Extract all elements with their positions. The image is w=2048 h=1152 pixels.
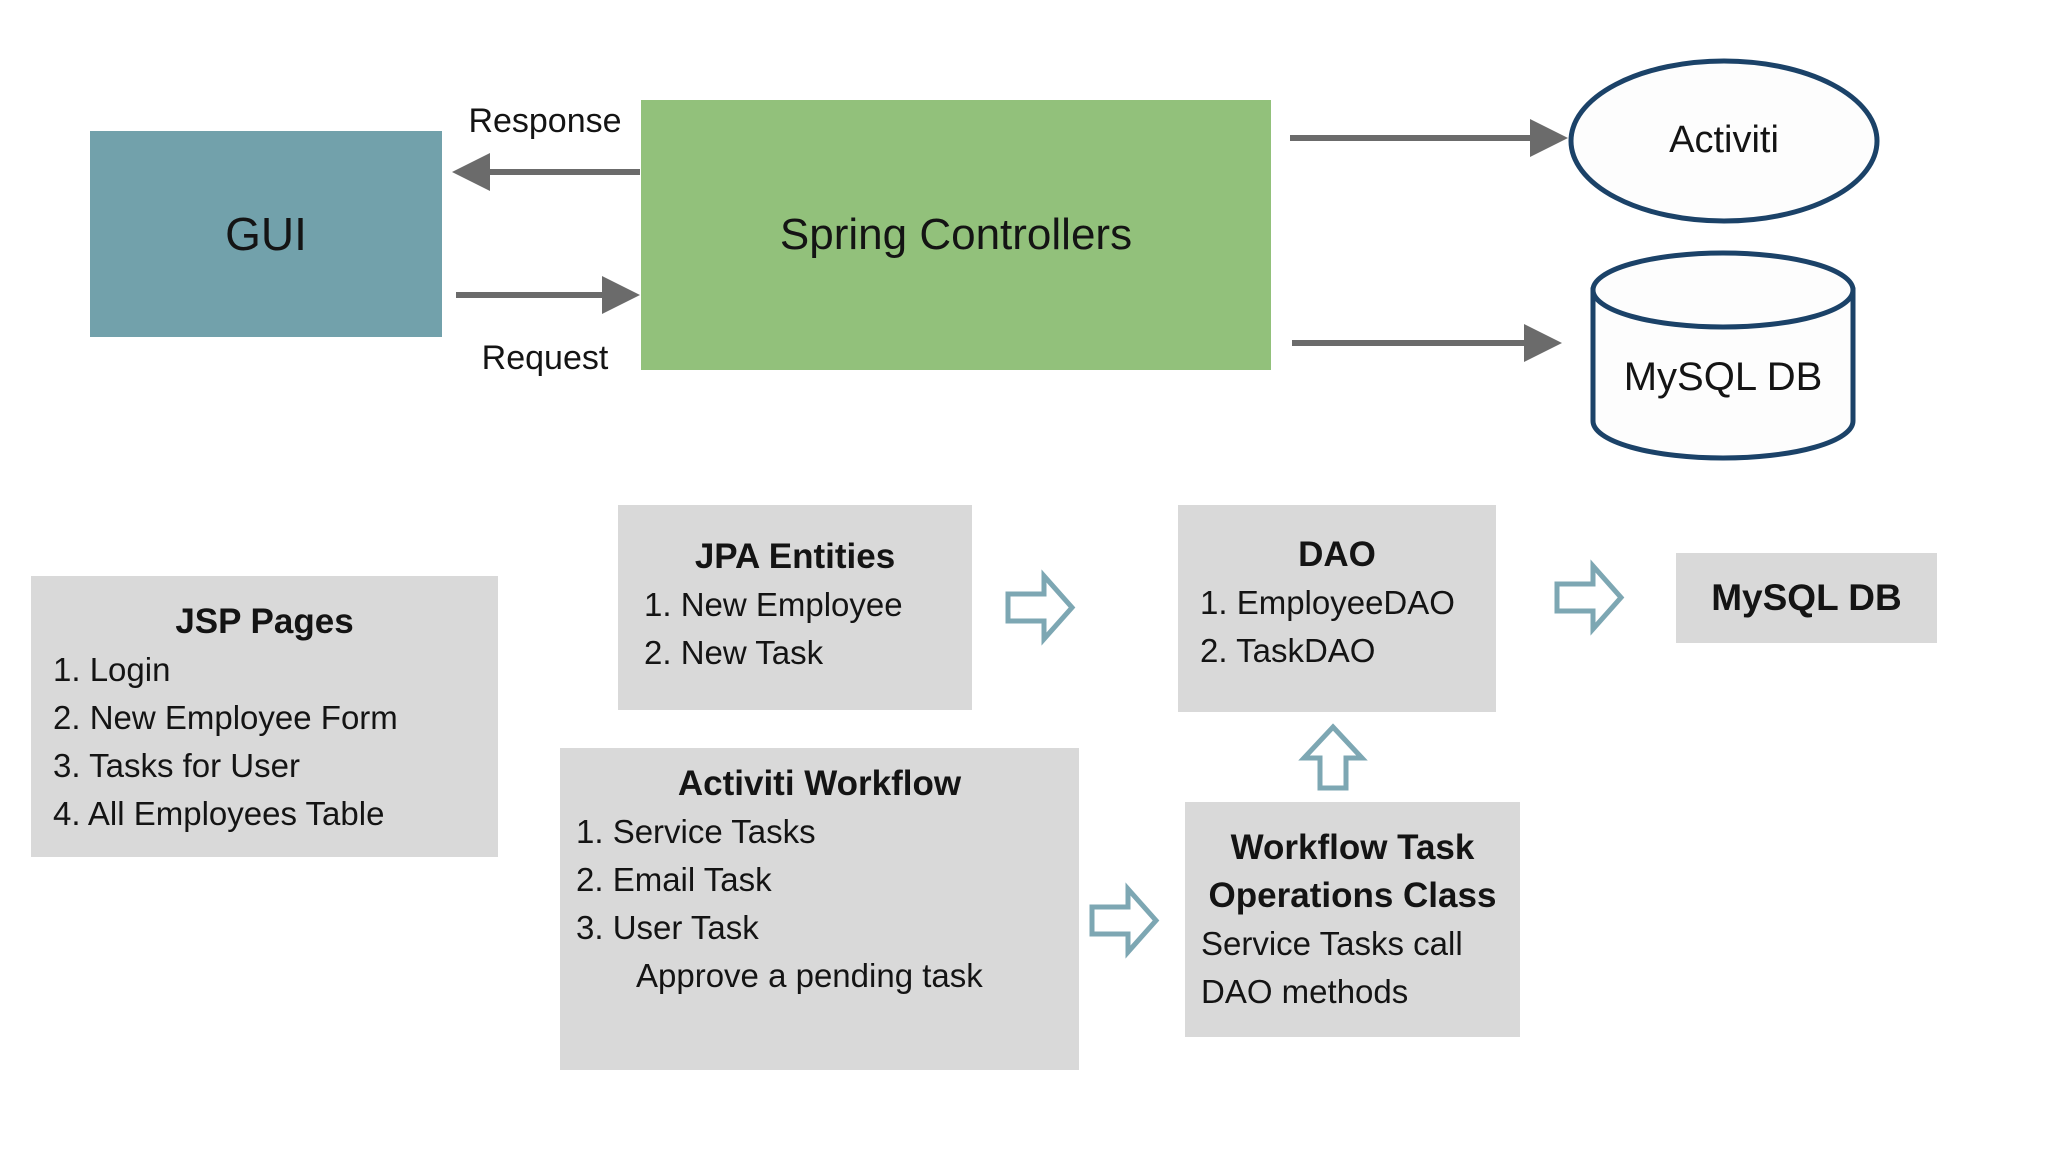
request-label: Request bbox=[481, 339, 609, 377]
jpa-entities-item: 1. New Employee bbox=[644, 586, 903, 623]
activiti-workflow-note: Approve a pending task bbox=[636, 957, 983, 994]
jsp-pages-box: JSP Pages 1. Login 2. New Employee Form … bbox=[31, 576, 498, 857]
dao-item: 2. TaskDAO bbox=[1200, 632, 1376, 669]
block-arrow-right-workflow-to-ops-icon bbox=[1089, 882, 1160, 959]
spring-to-mysql-arrow-icon bbox=[1292, 324, 1562, 362]
mysql-cylinder-label: MySQL DB bbox=[1623, 355, 1823, 399]
gui-box-label: GUI bbox=[225, 208, 307, 260]
spring-to-activiti-arrow-icon bbox=[1290, 119, 1568, 157]
activiti-workflow-item: 3. User Task bbox=[576, 909, 759, 946]
workflow-task-operations-box: Workflow Task Operations Class Service T… bbox=[1185, 802, 1520, 1037]
block-arrow-right-dao-to-mysql-icon bbox=[1554, 559, 1625, 636]
dao-item: 1. EmployeeDAO bbox=[1200, 584, 1455, 621]
spring-controllers-label: Spring Controllers bbox=[779, 210, 1133, 259]
block-arrow-right-jpa-to-dao-icon bbox=[1005, 569, 1076, 646]
workflow-ops-body-line: Service Tasks call bbox=[1201, 925, 1463, 962]
workflow-ops-body-line: DAO methods bbox=[1201, 973, 1409, 1010]
mysql-cylinder-icon bbox=[1590, 250, 1856, 461]
workflow-ops-title-line: Workflow Task bbox=[1230, 828, 1475, 867]
spring-controllers-box: Spring Controllers bbox=[641, 100, 1271, 370]
activiti-ellipse-label: Activiti bbox=[1669, 119, 1779, 161]
jsp-pages-item: 2. New Employee Form bbox=[53, 699, 398, 736]
mysql-db-box-label: MySQL DB bbox=[1711, 577, 1902, 618]
mysql-db-box: MySQL DB bbox=[1676, 553, 1937, 643]
jsp-pages-item: 3. Tasks for User bbox=[53, 747, 300, 784]
activiti-workflow-title: Activiti Workflow bbox=[677, 764, 962, 803]
jpa-entities-title: JPA Entities bbox=[694, 537, 896, 576]
activiti-workflow-item: 2. Email Task bbox=[576, 861, 772, 898]
activiti-workflow-box: Activiti Workflow 1. Service Tasks 2. Em… bbox=[560, 748, 1079, 1070]
jpa-entities-box: JPA Entities 1. New Employee 2. New Task bbox=[618, 505, 972, 710]
response-label: Response bbox=[468, 102, 622, 140]
activiti-workflow-item: 1. Service Tasks bbox=[576, 813, 816, 850]
block-arrow-up-ops-to-dao-icon bbox=[1298, 723, 1368, 791]
dao-box: DAO 1. EmployeeDAO 2. TaskDAO bbox=[1178, 505, 1496, 712]
activiti-ellipse-shape bbox=[1568, 58, 1880, 224]
gui-box: GUI bbox=[90, 131, 442, 337]
jsp-pages-title: JSP Pages bbox=[175, 602, 354, 641]
response-arrow-icon bbox=[452, 153, 640, 191]
jpa-entities-item: 2. New Task bbox=[644, 634, 824, 671]
jsp-pages-item: 1. Login bbox=[53, 651, 171, 688]
request-arrow-icon bbox=[456, 276, 640, 314]
dao-title: DAO bbox=[1298, 535, 1376, 574]
workflow-ops-title-line: Operations Class bbox=[1208, 876, 1497, 915]
jsp-pages-item: 4. All Employees Table bbox=[53, 795, 385, 832]
